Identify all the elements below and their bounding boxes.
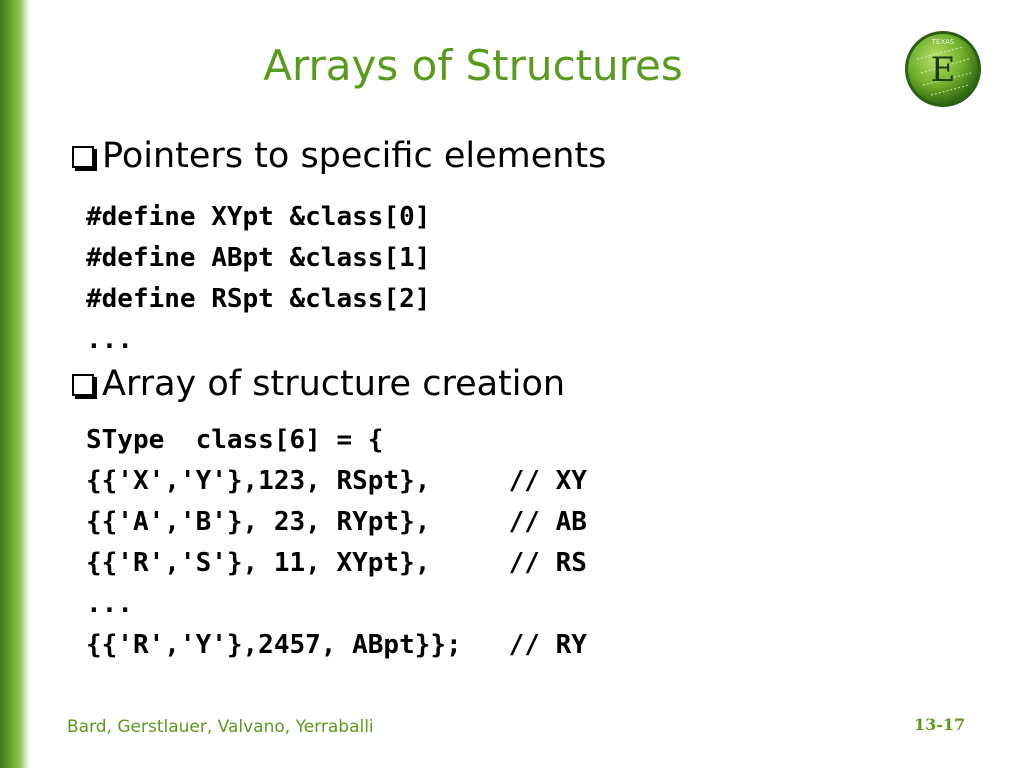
footer-authors: Bard, Gerstlauer, Valvano, Yerraballi	[67, 717, 374, 737]
code-block-defines: #define XYpt &class[0] #define ABpt &cla…	[86, 197, 430, 361]
left-accent-bar	[0, 0, 30, 768]
texas-e-logo: TEXAS E	[905, 31, 981, 107]
bullet-array-creation: Array of structure creation	[72, 362, 565, 406]
code-line: #define ABpt &class[1]	[86, 243, 431, 273]
bullet-array-creation-label: Array of structure creation	[102, 364, 566, 404]
code-line: {{'R','Y'},2457, ABpt}}; // RY	[86, 630, 587, 660]
checkbox-bullet-icon	[72, 374, 94, 396]
code-line: {{'R','S'}, 11, XYpt}, // RS	[86, 548, 587, 578]
code-line: ...	[86, 325, 133, 355]
checkbox-bullet-icon	[72, 146, 94, 168]
logo-arc-text: TEXAS	[931, 38, 955, 46]
bullet-pointers-label: Pointers to specific elements	[102, 136, 607, 176]
bullet-pointers: Pointers to specific elements	[72, 134, 606, 178]
code-block-array: SType class[6] = { {{'X','Y'},123, RSpt}…	[86, 420, 587, 666]
code-line: SType class[6] = {	[86, 425, 384, 455]
logo-letter: E	[931, 50, 956, 90]
code-line: ...	[86, 589, 133, 619]
code-line: {{'X','Y'},123, RSpt}, // XY	[86, 466, 587, 496]
code-line: #define RSpt &class[2]	[86, 284, 431, 314]
page-number: 13-17	[914, 715, 966, 734]
code-line: {{'A','B'}, 23, RYpt}, // AB	[86, 507, 587, 537]
slide-title: Arrays of Structures	[263, 41, 683, 90]
code-line: #define XYpt &class[0]	[86, 202, 431, 232]
